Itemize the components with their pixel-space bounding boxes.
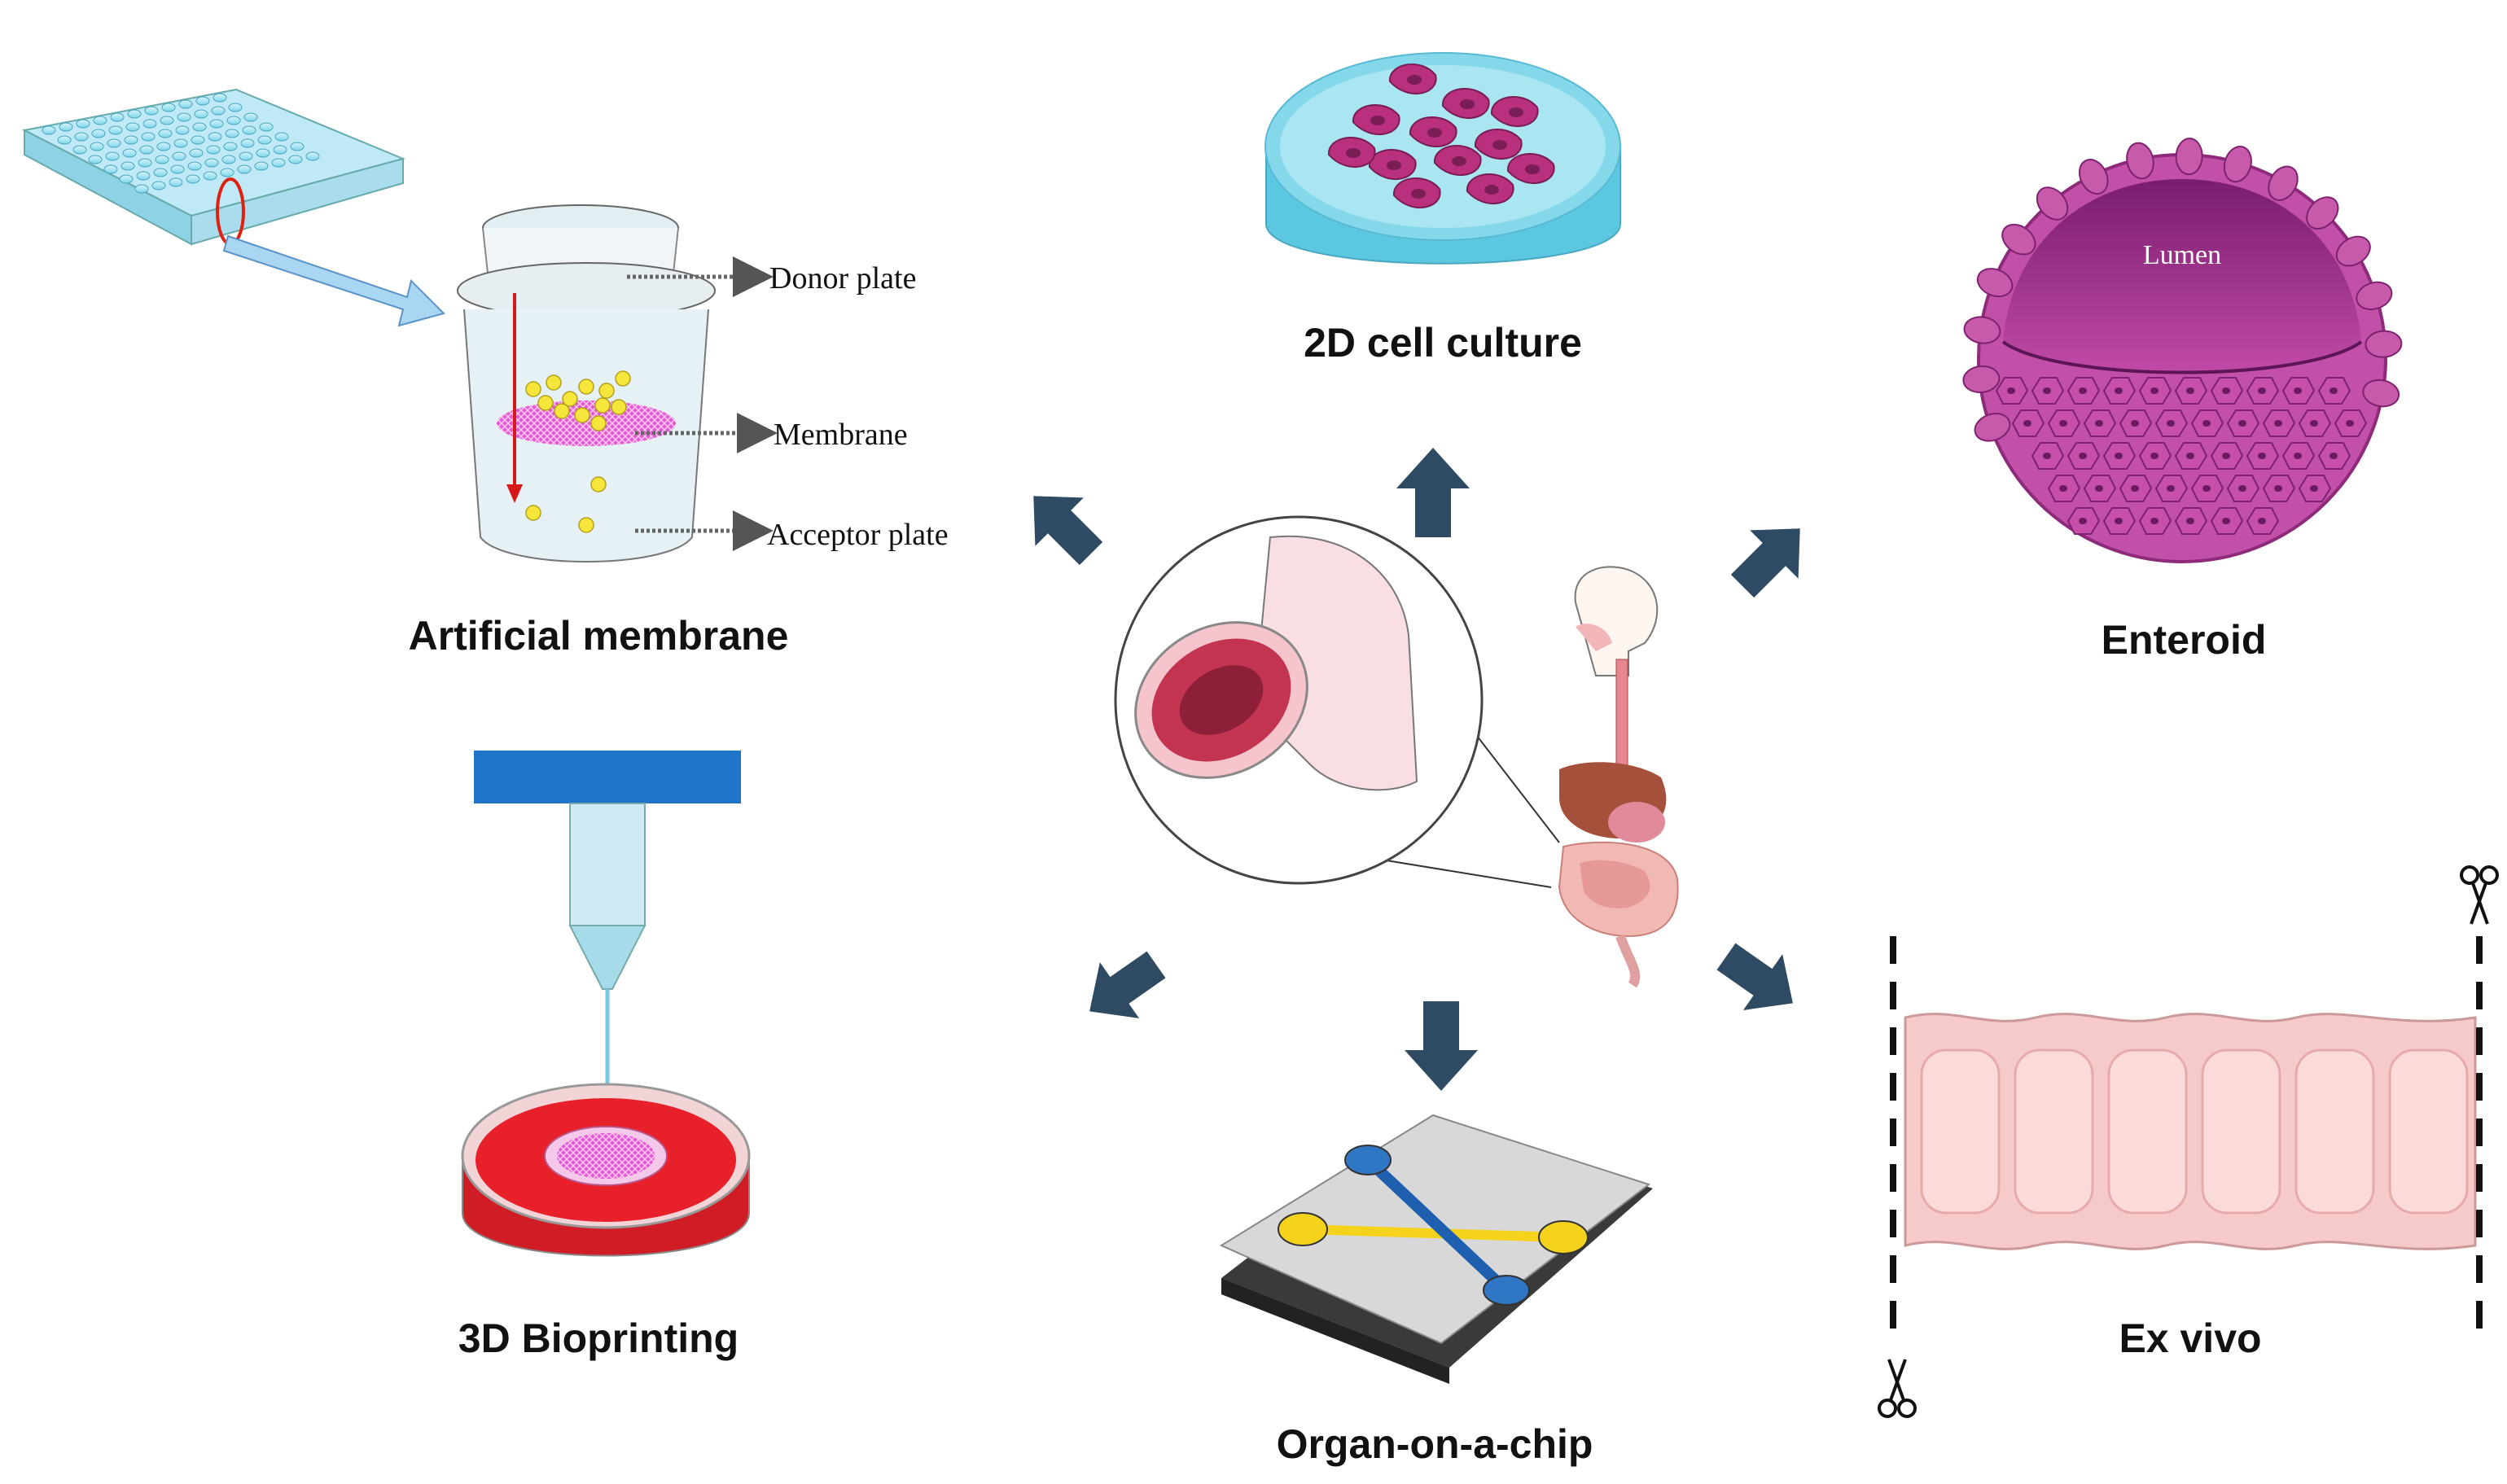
petri-dish-cells [1264,52,1621,265]
pampa-cup [457,204,778,563]
arrow-up-right [1730,528,1800,598]
well-plate [21,88,406,246]
scissors-icon [2460,865,2499,925]
arrow-down [1405,1001,1478,1091]
bioprinting-dish [461,1083,751,1257]
label-2d-cell-culture: 2D cell culture [1304,320,1582,366]
label-ex-vivo: Ex vivo [2119,1315,2262,1361]
label-enteroid: Enteroid [2101,617,2267,663]
label-acceptor-plate: Acceptor plate [767,518,949,552]
organ-chip [1219,1114,1653,1384]
label-donor-plate: Donor plate [769,261,917,295]
label-lumen: Lumen [2142,240,2222,270]
label-membrane: Membrane [774,418,908,452]
bioprinter [474,751,741,1140]
label-organ-on-a-chip: Organ-on-a-chip [1276,1421,1593,1467]
label-3d-bioprinting: 3D Bioprinting [458,1315,739,1361]
arrow-up [1396,448,1470,537]
arrow-down-left [1089,951,1166,1018]
scissors-icon [1878,1359,1917,1418]
plate-to-cup-arrow [222,234,445,327]
ex-vivo-tissue [1890,936,2483,1343]
digestive-system-figure [1558,566,1679,988]
arrow-up-left [1033,496,1103,566]
arrow-down-right [1716,943,1793,1010]
label-artificial-membrane: Artificial membrane [408,613,789,659]
intestine-magnifier [1114,515,1560,888]
enteroid-sphere [1962,138,2403,563]
